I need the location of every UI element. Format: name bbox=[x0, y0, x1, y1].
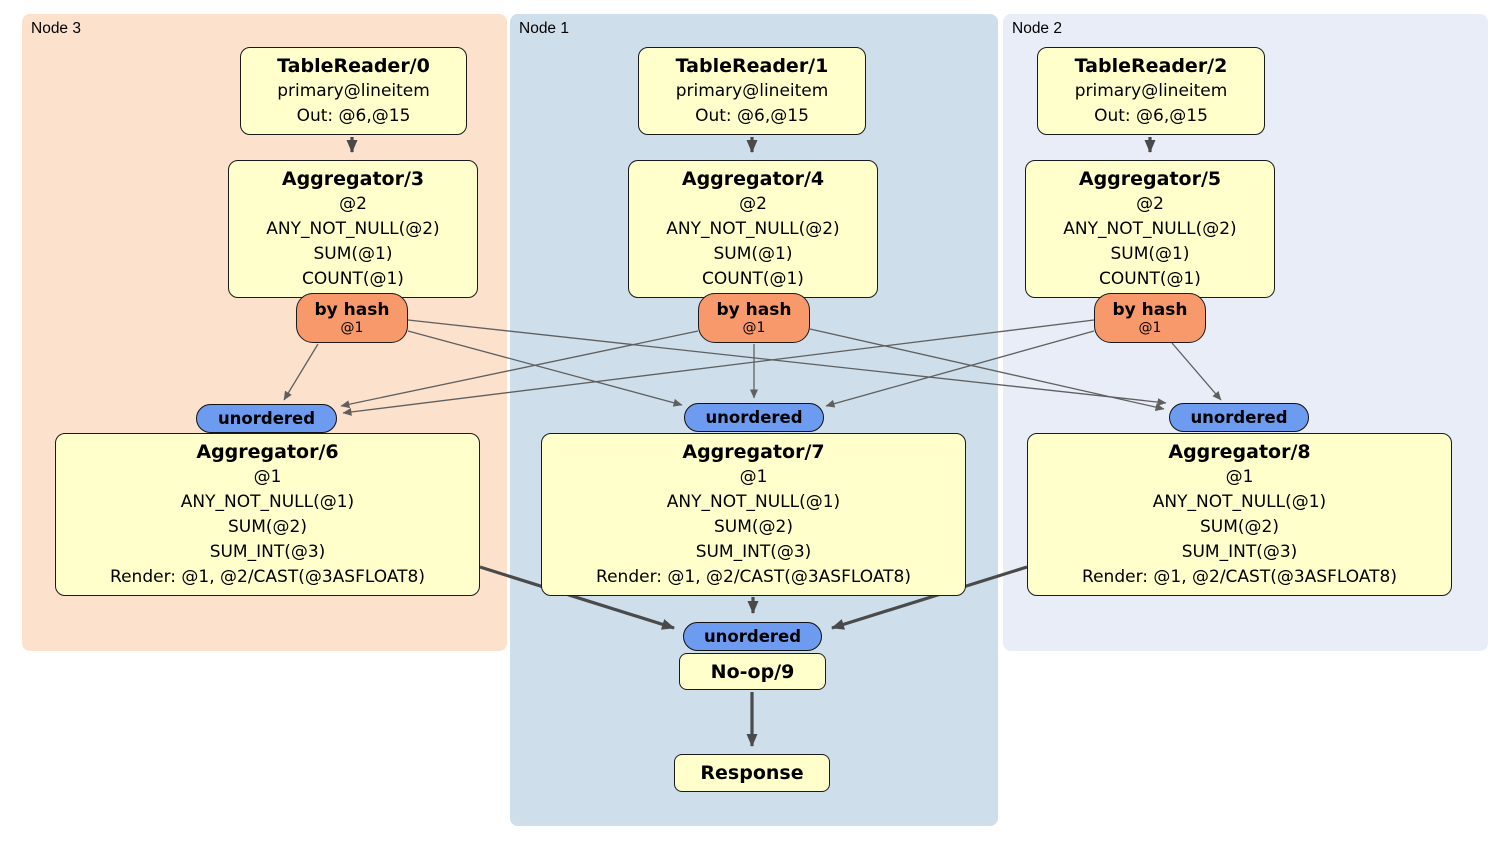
unordered-stream-7: unordered bbox=[684, 403, 824, 432]
tablereader-0-title: TableReader/0 bbox=[277, 55, 430, 77]
tablereader-2-out: Out: @6,@15 bbox=[1094, 106, 1208, 126]
aggregator-5-line: SUM(@1) bbox=[1110, 244, 1190, 264]
node-region-1-label: Node 1 bbox=[519, 20, 569, 37]
aggregator-7-line: @1 bbox=[739, 467, 768, 487]
aggregator-4-line: @2 bbox=[739, 194, 767, 214]
node-region-3-label: Node 3 bbox=[31, 20, 81, 37]
hash-router-4-title: by hash bbox=[716, 299, 792, 320]
unordered-stream-8: unordered bbox=[1169, 403, 1309, 432]
hash-router-5: by hash @1 bbox=[1094, 293, 1206, 343]
tablereader-1-title: TableReader/1 bbox=[675, 55, 829, 77]
hash-router-3-title: by hash bbox=[314, 299, 390, 320]
aggregator-3-box: Aggregator/3 @2 ANY_NOT_NULL(@2) SUM(@1)… bbox=[228, 160, 478, 298]
aggregator-8-line: SUM_INT(@3) bbox=[1181, 542, 1298, 562]
aggregator-6-title: Aggregator/6 bbox=[196, 441, 339, 463]
aggregator-8-box: Aggregator/8 @1 ANY_NOT_NULL(@1) SUM(@2)… bbox=[1027, 433, 1452, 596]
aggregator-8-line: Render: @1, @2/CAST(@3ASFLOAT8) bbox=[1082, 567, 1397, 587]
aggregator-6-box: Aggregator/6 @1 ANY_NOT_NULL(@1) SUM(@2)… bbox=[55, 433, 480, 596]
aggregator-7-box: Aggregator/7 @1 ANY_NOT_NULL(@1) SUM(@2)… bbox=[541, 433, 966, 596]
noop-box: No-op/9 bbox=[679, 653, 826, 690]
aggregator-6-line: SUM(@2) bbox=[228, 517, 307, 537]
node-region-2-label: Node 2 bbox=[1012, 20, 1062, 37]
aggregator-7-line: SUM_INT(@3) bbox=[695, 542, 812, 562]
hash-router-5-detail: @1 bbox=[1138, 319, 1162, 336]
tablereader-0-index: primary@lineitem bbox=[277, 81, 430, 101]
hash-router-4-detail: @1 bbox=[742, 319, 766, 336]
hash-router-4: by hash @1 bbox=[698, 293, 810, 343]
aggregator-3-line: COUNT(@1) bbox=[302, 269, 404, 289]
aggregator-6-line: ANY_NOT_NULL(@1) bbox=[180, 492, 355, 512]
tablereader-0-box: TableReader/0 primary@lineitem Out: @6,@… bbox=[240, 47, 467, 135]
aggregator-4-title: Aggregator/4 bbox=[681, 168, 825, 190]
aggregator-3-title: Aggregator/3 bbox=[281, 168, 425, 190]
aggregator-8-line: SUM(@2) bbox=[1200, 517, 1279, 537]
response-box: Response bbox=[674, 754, 830, 792]
aggregator-6-line: SUM_INT(@3) bbox=[209, 542, 326, 562]
hash-router-5-title: by hash bbox=[1112, 299, 1188, 320]
aggregator-7-line: ANY_NOT_NULL(@1) bbox=[666, 492, 841, 512]
aggregator-8-line: @1 bbox=[1225, 467, 1254, 487]
tablereader-1-out: Out: @6,@15 bbox=[695, 106, 809, 126]
aggregator-4-box: Aggregator/4 @2 ANY_NOT_NULL(@2) SUM(@1)… bbox=[628, 160, 878, 298]
aggregator-6-line: @1 bbox=[253, 467, 282, 487]
aggregator-7-line: SUM(@2) bbox=[714, 517, 793, 537]
hash-router-3: by hash @1 bbox=[296, 293, 408, 343]
aggregator-4-line: SUM(@1) bbox=[713, 244, 793, 264]
tablereader-1-box: TableReader/1 primary@lineitem Out: @6,@… bbox=[638, 47, 866, 135]
tablereader-1-index: primary@lineitem bbox=[675, 81, 829, 101]
aggregator-7-title: Aggregator/7 bbox=[682, 441, 825, 463]
aggregator-5-line: @2 bbox=[1136, 194, 1164, 214]
aggregator-4-line: ANY_NOT_NULL(@2) bbox=[666, 219, 840, 239]
aggregator-6-line: Render: @1, @2/CAST(@3ASFLOAT8) bbox=[110, 567, 425, 587]
aggregator-5-title: Aggregator/5 bbox=[1078, 168, 1222, 190]
tablereader-2-box: TableReader/2 primary@lineitem Out: @6,@… bbox=[1037, 47, 1265, 135]
aggregator-4-line: COUNT(@1) bbox=[702, 269, 804, 289]
aggregator-5-line: COUNT(@1) bbox=[1099, 269, 1201, 289]
aggregator-3-line: ANY_NOT_NULL(@2) bbox=[266, 219, 440, 239]
aggregator-7-line: Render: @1, @2/CAST(@3ASFLOAT8) bbox=[596, 567, 911, 587]
aggregator-8-line: ANY_NOT_NULL(@1) bbox=[1152, 492, 1327, 512]
unordered-stream-6: unordered bbox=[196, 404, 337, 433]
unordered-stream-final: unordered bbox=[683, 622, 822, 651]
tablereader-2-title: TableReader/2 bbox=[1074, 55, 1228, 77]
tablereader-2-index: primary@lineitem bbox=[1074, 81, 1228, 101]
aggregator-5-box: Aggregator/5 @2 ANY_NOT_NULL(@2) SUM(@1)… bbox=[1025, 160, 1275, 298]
tablereader-0-out: Out: @6,@15 bbox=[296, 106, 411, 126]
aggregator-5-line: ANY_NOT_NULL(@2) bbox=[1063, 219, 1237, 239]
aggregator-3-line: SUM(@1) bbox=[313, 244, 393, 264]
hash-router-3-detail: @1 bbox=[340, 319, 364, 336]
aggregator-3-line: @2 bbox=[339, 194, 367, 214]
aggregator-8-title: Aggregator/8 bbox=[1168, 441, 1311, 463]
